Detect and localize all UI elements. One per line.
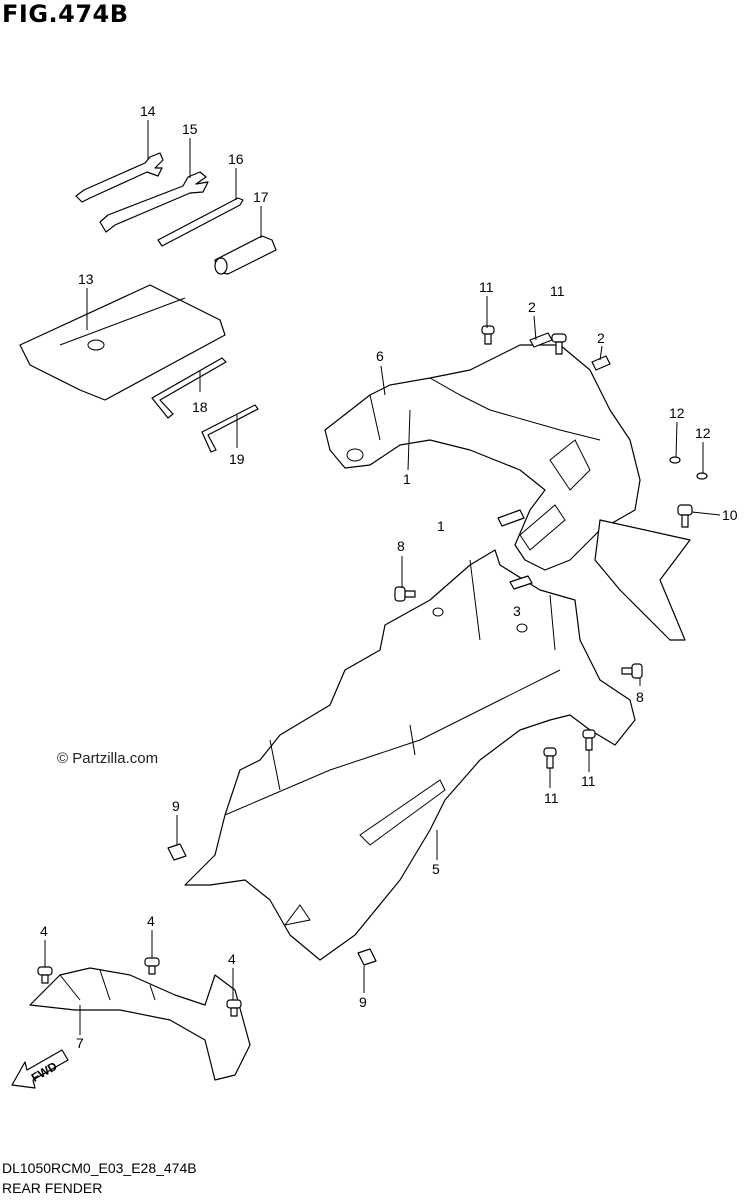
callout-17: 17 [253,189,269,205]
figure-subtitle: REAR FENDER [2,1180,103,1196]
callout-11-c: 11 [544,790,559,806]
bolt-11-lower-a [543,747,557,769]
nut-9-left [167,843,187,861]
tool-bag-13 [19,284,226,401]
screw-10 [677,504,693,528]
clip-2-left [529,332,553,348]
callout-4-b: 4 [147,913,155,929]
callout-4-c: 4 [228,951,236,967]
washer-12-b [696,472,708,480]
callout-16: 16 [228,151,244,167]
bolt-8-right [621,663,643,679]
callout-9-b: 9 [359,994,367,1010]
callout-1-b: 1 [437,518,445,534]
callout-6: 6 [376,348,384,364]
callout-12-b: 12 [695,425,711,441]
callout-11-d: 11 [581,773,596,789]
callout-8-a: 8 [397,538,405,554]
callout-11-b: 11 [550,283,565,299]
callout-19: 19 [229,451,245,467]
callout-10: 10 [722,507,738,523]
callout-14: 14 [140,103,156,119]
rear-fender-5 [184,549,636,961]
callout-4-a: 4 [40,923,48,939]
callout-12-a: 12 [669,405,685,421]
rubber-1 [497,509,525,527]
handle-17 [214,235,277,275]
fwd-arrow-icon: FWD [11,1049,69,1089]
callout-7: 7 [76,1035,84,1051]
callout-15: 15 [182,121,198,137]
watermark: © Partzilla.com [57,750,159,767]
callout-3: 3 [513,603,521,619]
rear-fender-upper-6 [324,344,641,571]
fender-flap [594,519,691,641]
callout-11-a: 11 [479,279,494,295]
nut-9-right [357,948,377,966]
bolt-11-lower-b [582,729,596,751]
wrench-15 [99,171,209,233]
lower-fender-7 [29,967,251,1081]
allen-key-19 [201,404,259,453]
wrench-14 [75,152,164,203]
screwdriver-16 [157,197,244,247]
leader-lines [44,120,721,1035]
callout-2-a: 2 [528,299,536,315]
callout-1-a: 1 [403,471,411,487]
callouts: 14 15 16 17 13 18 19 11 2 11 2 6 1 12 12… [40,103,738,1051]
bolt-4-c [226,999,242,1017]
callout-13: 13 [78,271,94,287]
cushion-3 [509,575,533,590]
bolt-11-upper-2 [551,333,567,355]
bolt-11-upper [481,325,495,345]
callout-18: 18 [192,399,208,415]
clip-2-right [591,355,611,371]
callout-5: 5 [432,861,440,877]
callout-2-b: 2 [597,330,605,346]
bolt-4-a [37,966,53,984]
allen-key-18 [151,357,227,419]
figure-title: FIG.474B [2,0,129,28]
callout-9-a: 9 [172,798,180,814]
callout-8-b: 8 [636,689,644,705]
bolt-4-b [144,957,160,975]
bolt-8-left [394,586,416,602]
figure-code: DL1050RCM0_E03_E28_474B [2,1160,197,1176]
washer-12-a [669,456,681,464]
